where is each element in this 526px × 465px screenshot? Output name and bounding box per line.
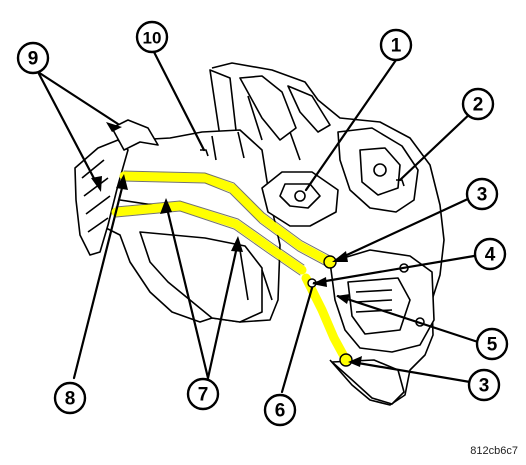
arrowhead-8 [116,174,128,190]
callout-circle-2 [461,87,495,121]
callout-hooks [200,149,405,187]
callout-label-3a: 3 [477,185,488,206]
callout-circle-9 [16,41,50,75]
callout-circle-1 [379,28,413,62]
callout-circle-10 [135,20,169,54]
leader-3a [334,196,472,262]
hvac-housing-body [74,62,445,406]
callout-label-9: 9 [28,49,39,70]
arrowhead-7b [231,236,243,252]
leader-5 [336,294,480,344]
leader-3b [350,360,472,384]
callout-circle-8 [53,381,87,415]
callout-labels: 1 2 3 4 5 3 6 7 8 9 10 [28,29,498,422]
leader-7b [206,240,240,380]
vacuum-hose-highlight [111,171,351,365]
hose-connector-lower [339,353,353,367]
leader-7a [164,202,210,380]
callout-circle-6 [263,393,297,427]
callout-label-6: 6 [275,401,286,422]
vacuum-hose-outline [115,170,333,276]
leader-arrowheads [91,122,362,367]
hook-10 [200,149,209,157]
callout-label-7: 7 [198,385,209,406]
hook-2 [396,179,405,187]
callout-label-1: 1 [391,36,402,57]
callout-circle-4 [473,237,507,271]
leader-9a [36,70,120,126]
arrowhead-4 [312,277,327,287]
arrowhead-7a [160,198,172,214]
leader-6 [280,286,314,394]
leader-8 [72,178,126,380]
arrowhead-9b [91,176,102,192]
callout-label-4: 4 [485,245,496,266]
vacuum-hose-upper [119,171,335,267]
leader-10 [152,50,206,152]
callout-label-5: 5 [487,335,498,356]
vacuum-hose-vertical [301,273,351,365]
arrowhead-3a [332,251,348,262]
leader-4 [312,254,476,285]
callout-circle-3b [467,368,501,402]
leader-2 [398,108,476,182]
callout-label-3b: 3 [479,376,490,397]
arrowhead-9a [106,122,122,132]
callout-circle-5 [475,327,509,361]
leader-lines [36,50,480,394]
arrowhead-3b [348,356,362,367]
leader-9b [36,70,100,188]
callout-circles [16,20,509,427]
callout-label-10: 10 [143,29,162,48]
figure-id-caption: 812cb6c7 [470,445,518,457]
callout-circle-7 [186,377,220,411]
callout-label-8: 8 [65,389,76,410]
arrowhead-5 [336,294,350,304]
leader-1 [304,58,398,192]
callout-circle-3a [465,177,499,211]
vacuum-hose-lower [111,201,307,275]
callout-label-2: 2 [473,95,484,116]
